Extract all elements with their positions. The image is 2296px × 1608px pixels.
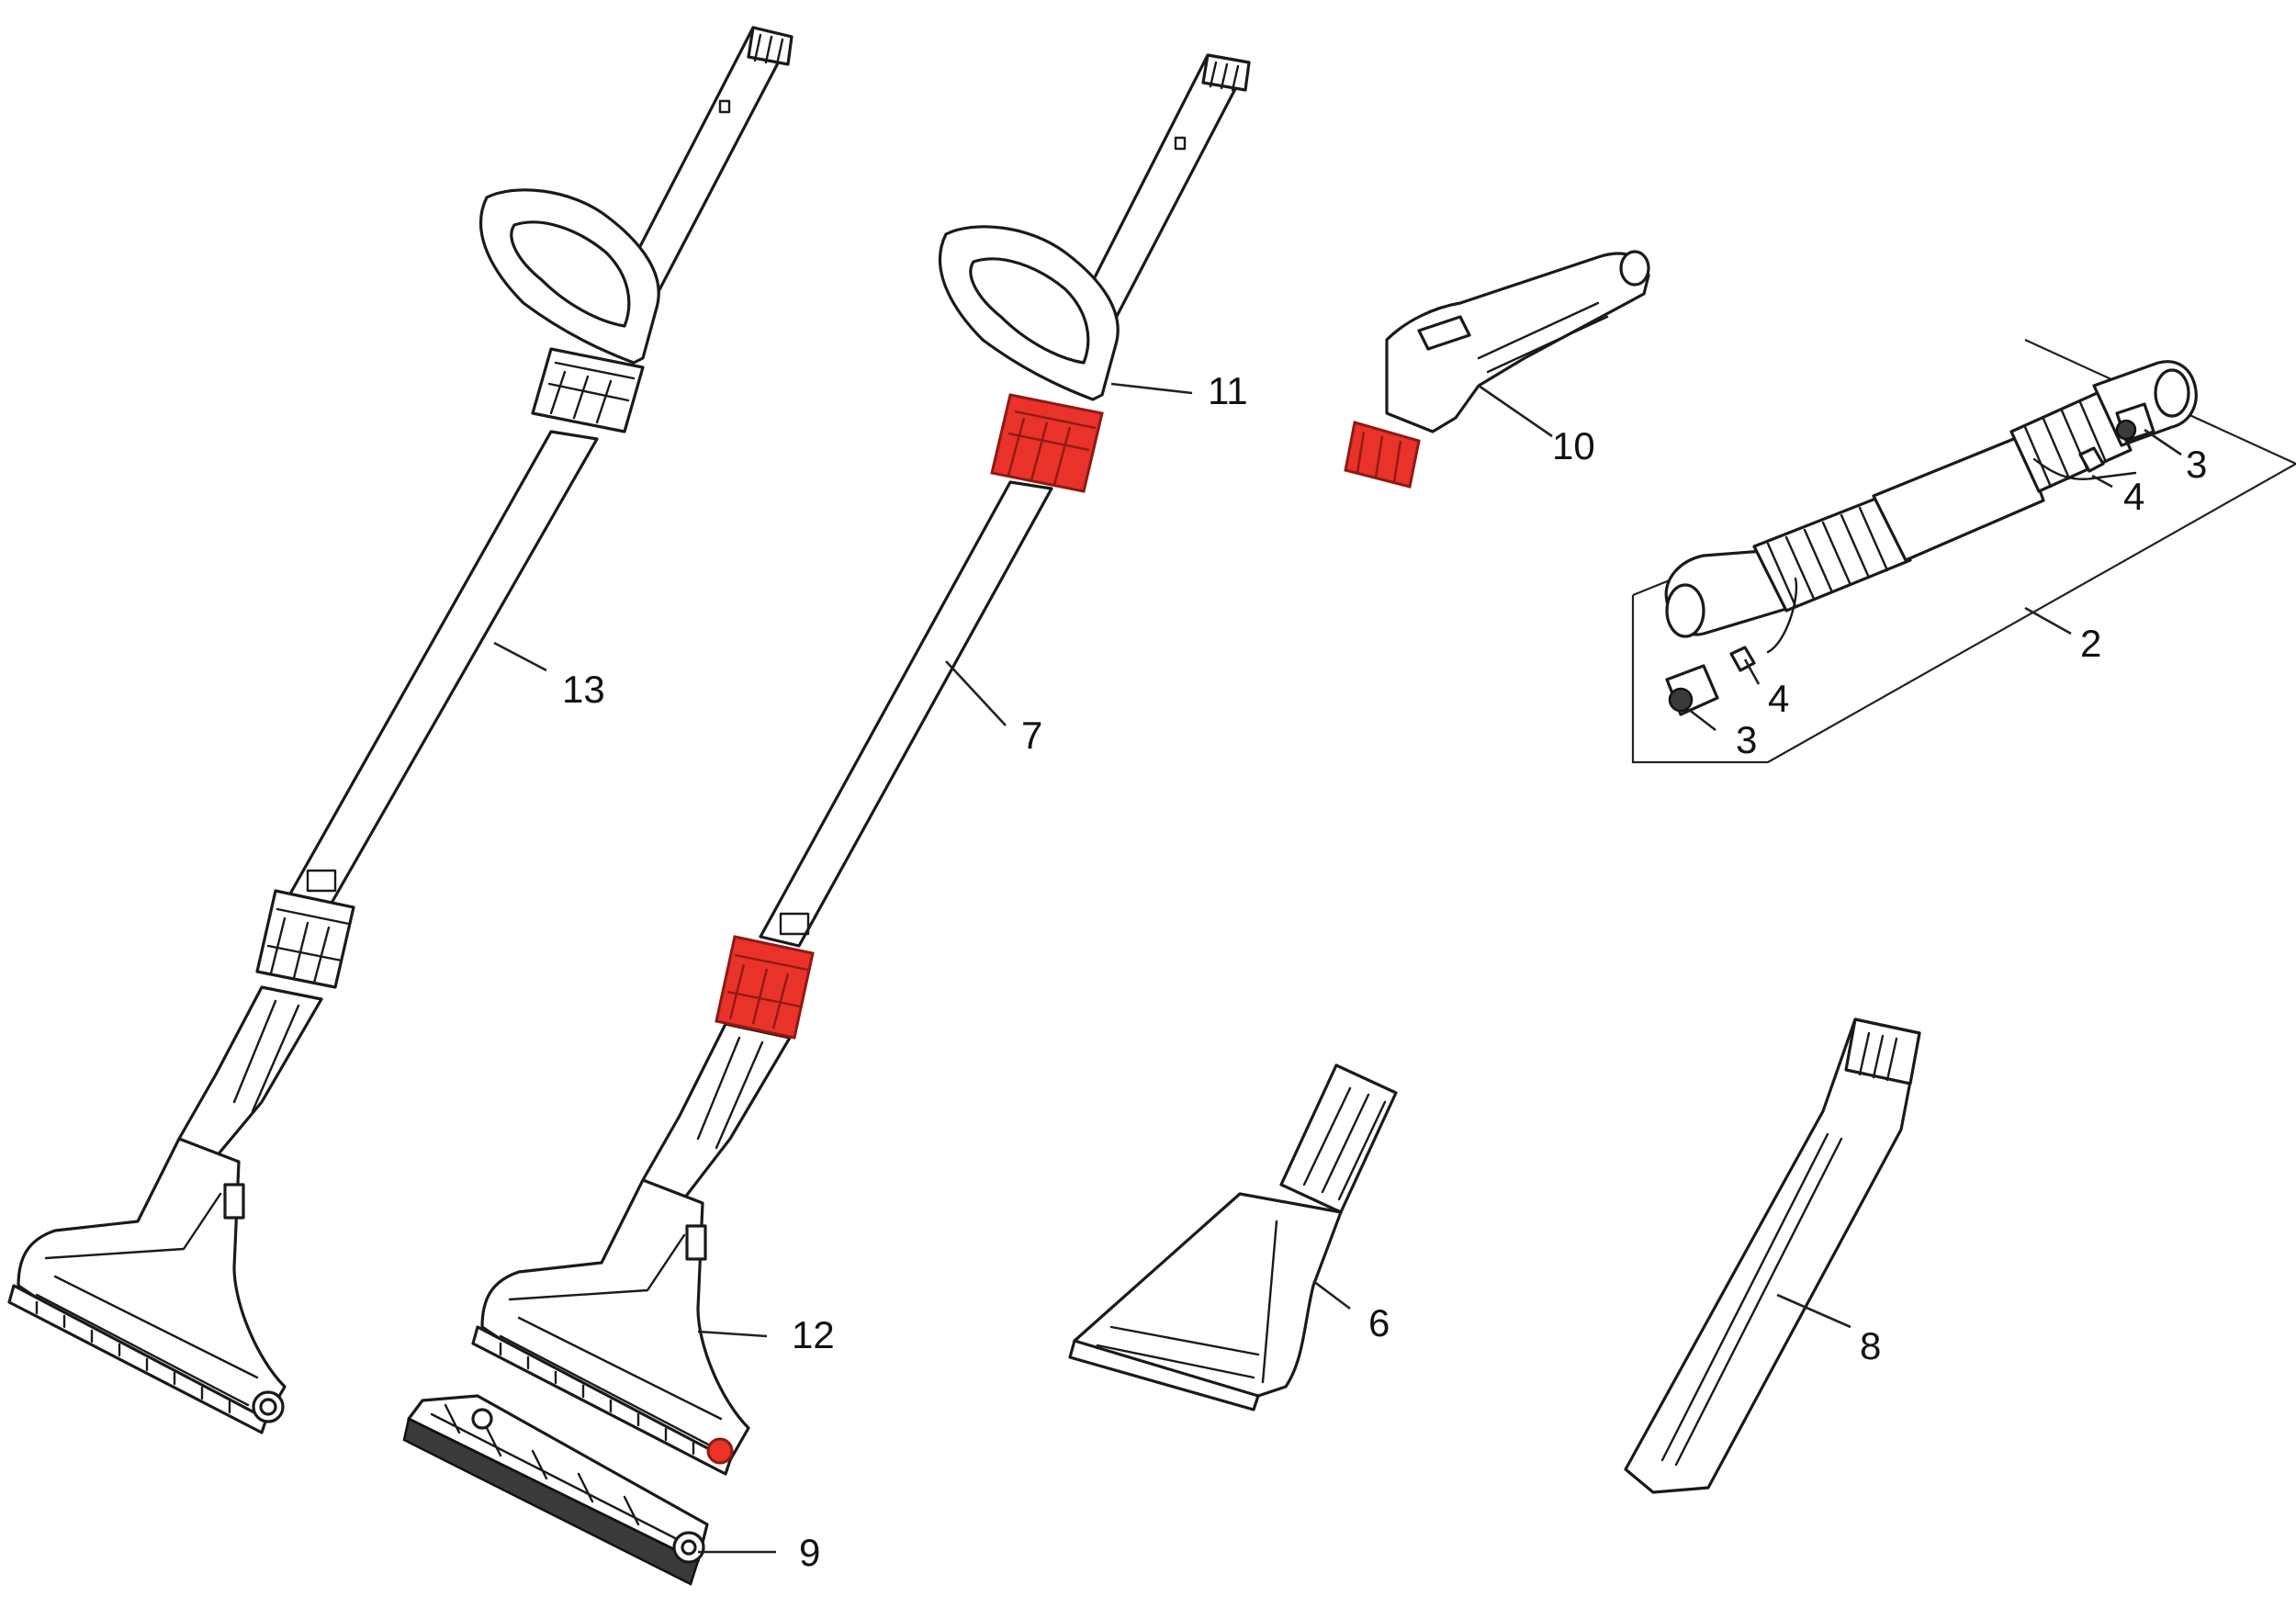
callout-3-lower: 3 [1736, 718, 1757, 761]
part-7-extension-tube-red [471, 53, 1251, 1476]
callout-9: 9 [799, 1531, 820, 1574]
red-end-cap [706, 1437, 734, 1465]
part-10-hand-grip [1385, 250, 1650, 433]
red-collar-upper [990, 393, 1104, 493]
callout-4-lower: 4 [1768, 677, 1789, 720]
callout-8: 8 [1860, 1324, 1881, 1367]
callout-10: 10 [1552, 424, 1595, 467]
part-6-upholstery-nozzle [1068, 1063, 1398, 1411]
callout-3-upper: 3 [2186, 443, 2207, 486]
callout-7: 7 [1021, 714, 1042, 757]
leader-lines [493, 382, 2182, 1554]
part-13-extension-tube [7, 26, 793, 1434]
red-coupling-10 [1344, 421, 1421, 489]
part-9-brush-insert [402, 1394, 709, 1586]
callout-13: 13 [562, 668, 605, 711]
part-2-hose-kit [1631, 338, 2296, 764]
highlight-shape [990, 393, 1104, 493]
red-collar-lower [715, 935, 815, 1040]
callout-4-upper: 4 [2123, 475, 2144, 518]
part-11-handle [938, 225, 1120, 401]
callout-6: 6 [1368, 1301, 1390, 1344]
part-8-crevice-nozzle [1624, 1018, 1921, 1494]
callout-11: 11 [1208, 369, 1248, 412]
callout-2: 2 [2080, 622, 2101, 665]
callout-12: 12 [792, 1313, 835, 1356]
